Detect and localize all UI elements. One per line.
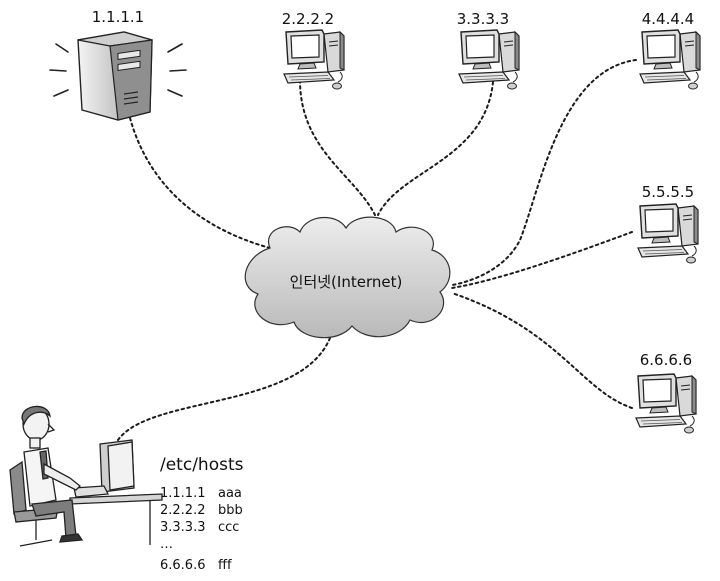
hosts-entry-6-ip: 6.6.6.6	[160, 558, 205, 573]
computer-icon	[639, 29, 701, 90]
internet-cloud: 인터넷(Internet)	[244, 216, 451, 339]
user-workstation-icon	[9, 405, 163, 547]
computer-2-ip-label: 2.2.2.2	[282, 10, 334, 28]
hosts-entry-2-name: bbb	[218, 503, 243, 518]
hosts-file-title: /etc/hosts	[160, 455, 244, 475]
server-tower-icon	[49, 31, 187, 121]
hosts-file: /etc/hosts 1.1.1.1 aaa 2.2.2.2 bbb 3.3.3…	[160, 455, 244, 573]
hosts-entry-1-name: aaa	[218, 486, 242, 501]
computer-icon	[458, 29, 520, 90]
computer-icon	[635, 373, 697, 434]
link-pc-5	[451, 231, 633, 289]
server-ip-label: 1.1.1.1	[92, 8, 144, 26]
link-pc-4	[451, 59, 637, 286]
hosts-entry-2-ip: 2.2.2.2	[160, 503, 205, 518]
computer-2: 2.2.2.2	[282, 10, 345, 90]
computer-3-ip-label: 3.3.3.3	[457, 10, 509, 28]
computer-6: 6.6.6.6	[635, 351, 697, 434]
hosts-entry-6-name: fff	[218, 558, 232, 573]
link-server	[129, 117, 271, 249]
hosts-entry-3-name: ccc	[218, 520, 239, 535]
computer-4: 4.4.4.4	[639, 10, 701, 90]
computer-icon	[283, 29, 345, 90]
computer-4-ip-label: 4.4.4.4	[642, 10, 694, 28]
computer-6-ip-label: 6.6.6.6	[640, 351, 692, 369]
link-pc-2	[299, 79, 376, 216]
computer-5: 5.5.5.5	[637, 183, 699, 264]
computer-5-ip-label: 5.5.5.5	[642, 183, 694, 201]
computer-icon	[637, 203, 699, 264]
link-user	[117, 337, 331, 441]
hosts-entry-ellipsis: …	[160, 537, 173, 552]
server: 1.1.1.1	[49, 8, 187, 121]
link-pc-6	[451, 292, 633, 409]
hosts-entry-1-ip: 1.1.1.1	[160, 486, 205, 501]
computer-3: 3.3.3.3	[457, 10, 520, 90]
hosts-entry-3-ip: 3.3.3.3	[160, 520, 205, 535]
link-pc-3	[377, 81, 494, 216]
cloud-label: 인터넷(Internet)	[290, 273, 403, 291]
